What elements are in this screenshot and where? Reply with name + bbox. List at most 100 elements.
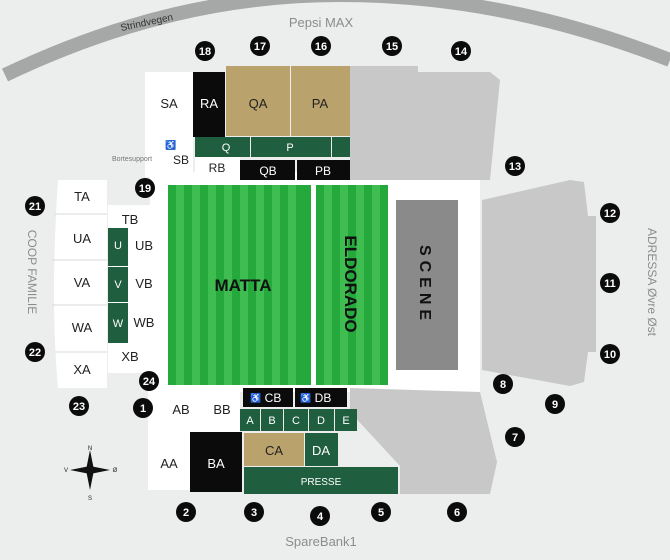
svg-text:CB: CB: [265, 391, 282, 405]
section-e[interactable]: [335, 409, 357, 431]
entrance-marker[interactable]: [25, 342, 45, 362]
svg-text:WB: WB: [134, 315, 155, 330]
svg-text:U: U: [114, 240, 122, 252]
entrance-marker[interactable]: [195, 41, 215, 61]
svg-text:DA: DA: [312, 443, 330, 458]
svg-text:SB: SB: [173, 153, 189, 167]
svg-text:C: C: [292, 415, 300, 427]
section-b[interactable]: [261, 409, 283, 431]
entrance-marker[interactable]: [545, 394, 565, 414]
accessible-icon: ♿: [250, 392, 261, 403]
section-qa[interactable]: [226, 66, 290, 136]
entrance-number: 19: [139, 183, 151, 195]
entrance-marker[interactable]: [25, 196, 45, 216]
stand-south: SpareBank1: [285, 534, 357, 549]
section-press[interactable]: [244, 467, 398, 494]
entrance-number: 13: [509, 161, 521, 173]
entrance-marker[interactable]: [371, 502, 391, 522]
entrance-marker[interactable]: [250, 36, 270, 56]
section-sb[interactable]: [145, 137, 193, 177]
stand-east: ADRESSA Øvre Øst: [645, 228, 659, 337]
entrance-marker[interactable]: [244, 502, 264, 522]
entrance-marker[interactable]: [139, 371, 159, 391]
svg-text:PA: PA: [312, 96, 329, 111]
svg-text:AA: AA: [160, 456, 178, 471]
entrance-number: 3: [251, 507, 257, 519]
section-db[interactable]: [295, 388, 347, 407]
entrance-number: 9: [552, 399, 558, 411]
entrance-marker[interactable]: [310, 506, 330, 526]
svg-text:AB: AB: [172, 402, 189, 417]
svg-text:V: V: [114, 279, 122, 291]
section-rb[interactable]: [195, 157, 240, 179]
entrance-marker[interactable]: [600, 203, 620, 223]
entrance-marker[interactable]: [600, 273, 620, 293]
section-q[interactable]: [195, 137, 250, 157]
svg-text:PB: PB: [315, 164, 331, 178]
pitch[interactable]: [168, 185, 311, 385]
section-v[interactable]: [108, 267, 128, 302]
entrance-marker[interactable]: [505, 427, 525, 447]
entrance-marker[interactable]: [493, 374, 513, 394]
entrance-number: 21: [29, 201, 41, 213]
section-a[interactable]: [240, 409, 260, 431]
section-pb[interactable]: [297, 160, 350, 180]
section-pa[interactable]: [291, 66, 350, 136]
entrance-marker[interactable]: [451, 41, 471, 61]
grey-stand-south: [350, 388, 497, 494]
section-p-end[interactable]: [332, 137, 350, 157]
entrance-marker[interactable]: [135, 178, 155, 198]
entrance-marker[interactable]: [69, 396, 89, 416]
section-w[interactable]: [108, 303, 128, 343]
section-da[interactable]: [305, 433, 338, 466]
section-ra[interactable]: [193, 72, 225, 137]
entrance-marker[interactable]: [447, 502, 467, 522]
section-ca[interactable]: [244, 433, 304, 466]
svg-text:V: V: [64, 468, 68, 474]
entrance-number: 5: [378, 507, 384, 519]
svg-text:SA: SA: [160, 96, 178, 111]
entrance-number: 12: [604, 208, 616, 220]
entrance-marker[interactable]: [505, 156, 525, 176]
svg-text:N: N: [88, 446, 92, 452]
svg-text:UB: UB: [135, 238, 153, 253]
entrance-number: 7: [512, 432, 518, 444]
section-p[interactable]: [251, 137, 331, 157]
section-c[interactable]: [284, 409, 308, 431]
svg-text:VB: VB: [135, 276, 152, 291]
entrance-marker[interactable]: [382, 36, 402, 56]
entrance-number: 23: [73, 401, 85, 413]
svg-text:VA: VA: [74, 275, 91, 290]
section-ba[interactable]: [190, 432, 242, 492]
accessible-icon: ♿: [300, 392, 311, 403]
section-qb[interactable]: [240, 160, 295, 180]
svg-text:A: A: [246, 415, 254, 427]
section-u[interactable]: [108, 228, 128, 266]
entrance-number: 14: [455, 46, 468, 58]
svg-text:DB: DB: [315, 391, 332, 405]
pitch-stripes: [176, 185, 296, 385]
stage[interactable]: [396, 200, 458, 370]
svg-text:QB: QB: [259, 164, 276, 178]
west-outer: [54, 180, 107, 388]
entrance-marker[interactable]: [311, 36, 331, 56]
svg-text:Ø: Ø: [113, 468, 118, 474]
section-d[interactable]: [309, 409, 334, 431]
section-sa[interactable]: [145, 72, 193, 137]
svg-text:Q: Q: [222, 142, 231, 154]
section-cb[interactable]: [243, 388, 293, 407]
entrance-marker[interactable]: [600, 344, 620, 364]
entrance-number: 8: [500, 379, 506, 391]
stand-north: Pepsi MAX: [289, 15, 354, 30]
svg-text:P: P: [286, 142, 293, 154]
accessible-icon: ♿: [165, 139, 176, 150]
svg-text:PRESSE: PRESSE: [301, 477, 342, 488]
entrance-marker[interactable]: [176, 502, 196, 522]
entrance-number: 22: [29, 347, 41, 359]
svg-text:D: D: [317, 415, 325, 427]
pitch-label: MATTA: [215, 276, 272, 295]
entrance-marker[interactable]: [133, 398, 153, 418]
entrance-number: 16: [315, 41, 327, 53]
